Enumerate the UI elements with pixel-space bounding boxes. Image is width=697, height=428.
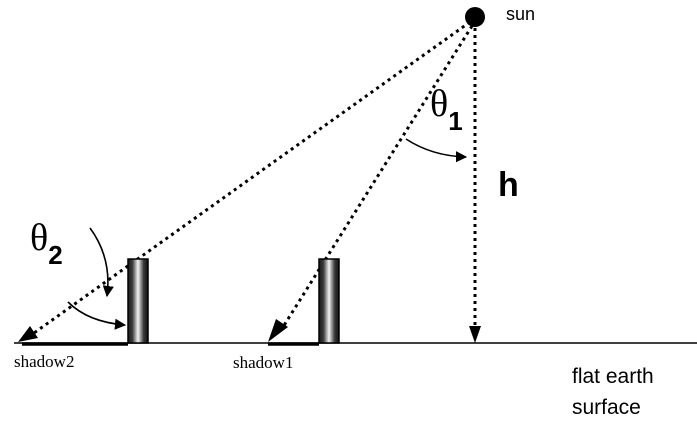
ray-shadow2-arrowhead (18, 326, 38, 342)
shadow2-label: shadow2 (14, 352, 74, 371)
theta2-subscript: 2 (48, 240, 62, 270)
theta1-label: θ1 (430, 83, 463, 136)
theta2-lower-arc (67, 301, 127, 330)
theta2-upper-arc (89, 227, 114, 298)
sun-label: sun (506, 4, 535, 24)
height-label: h (498, 166, 519, 204)
theta1-subscript: 1 (448, 106, 462, 136)
theta1-arc (405, 138, 468, 163)
theta2-symbol: θ (30, 217, 48, 259)
theta2-label: θ2 (30, 217, 63, 270)
height-arrowhead (469, 326, 481, 343)
theta1-symbol: θ (430, 83, 448, 125)
surface-label-line2: surface (572, 396, 641, 419)
pole-1 (318, 258, 340, 344)
ray-shadow2 (33, 20, 471, 335)
ray-shadow1 (281, 25, 474, 328)
pole-2 (127, 258, 149, 344)
surface-label-line1: flat earth (572, 365, 654, 388)
ray-shadow1-arrowhead (268, 319, 288, 342)
shadow1-label: shadow1 (233, 353, 293, 372)
